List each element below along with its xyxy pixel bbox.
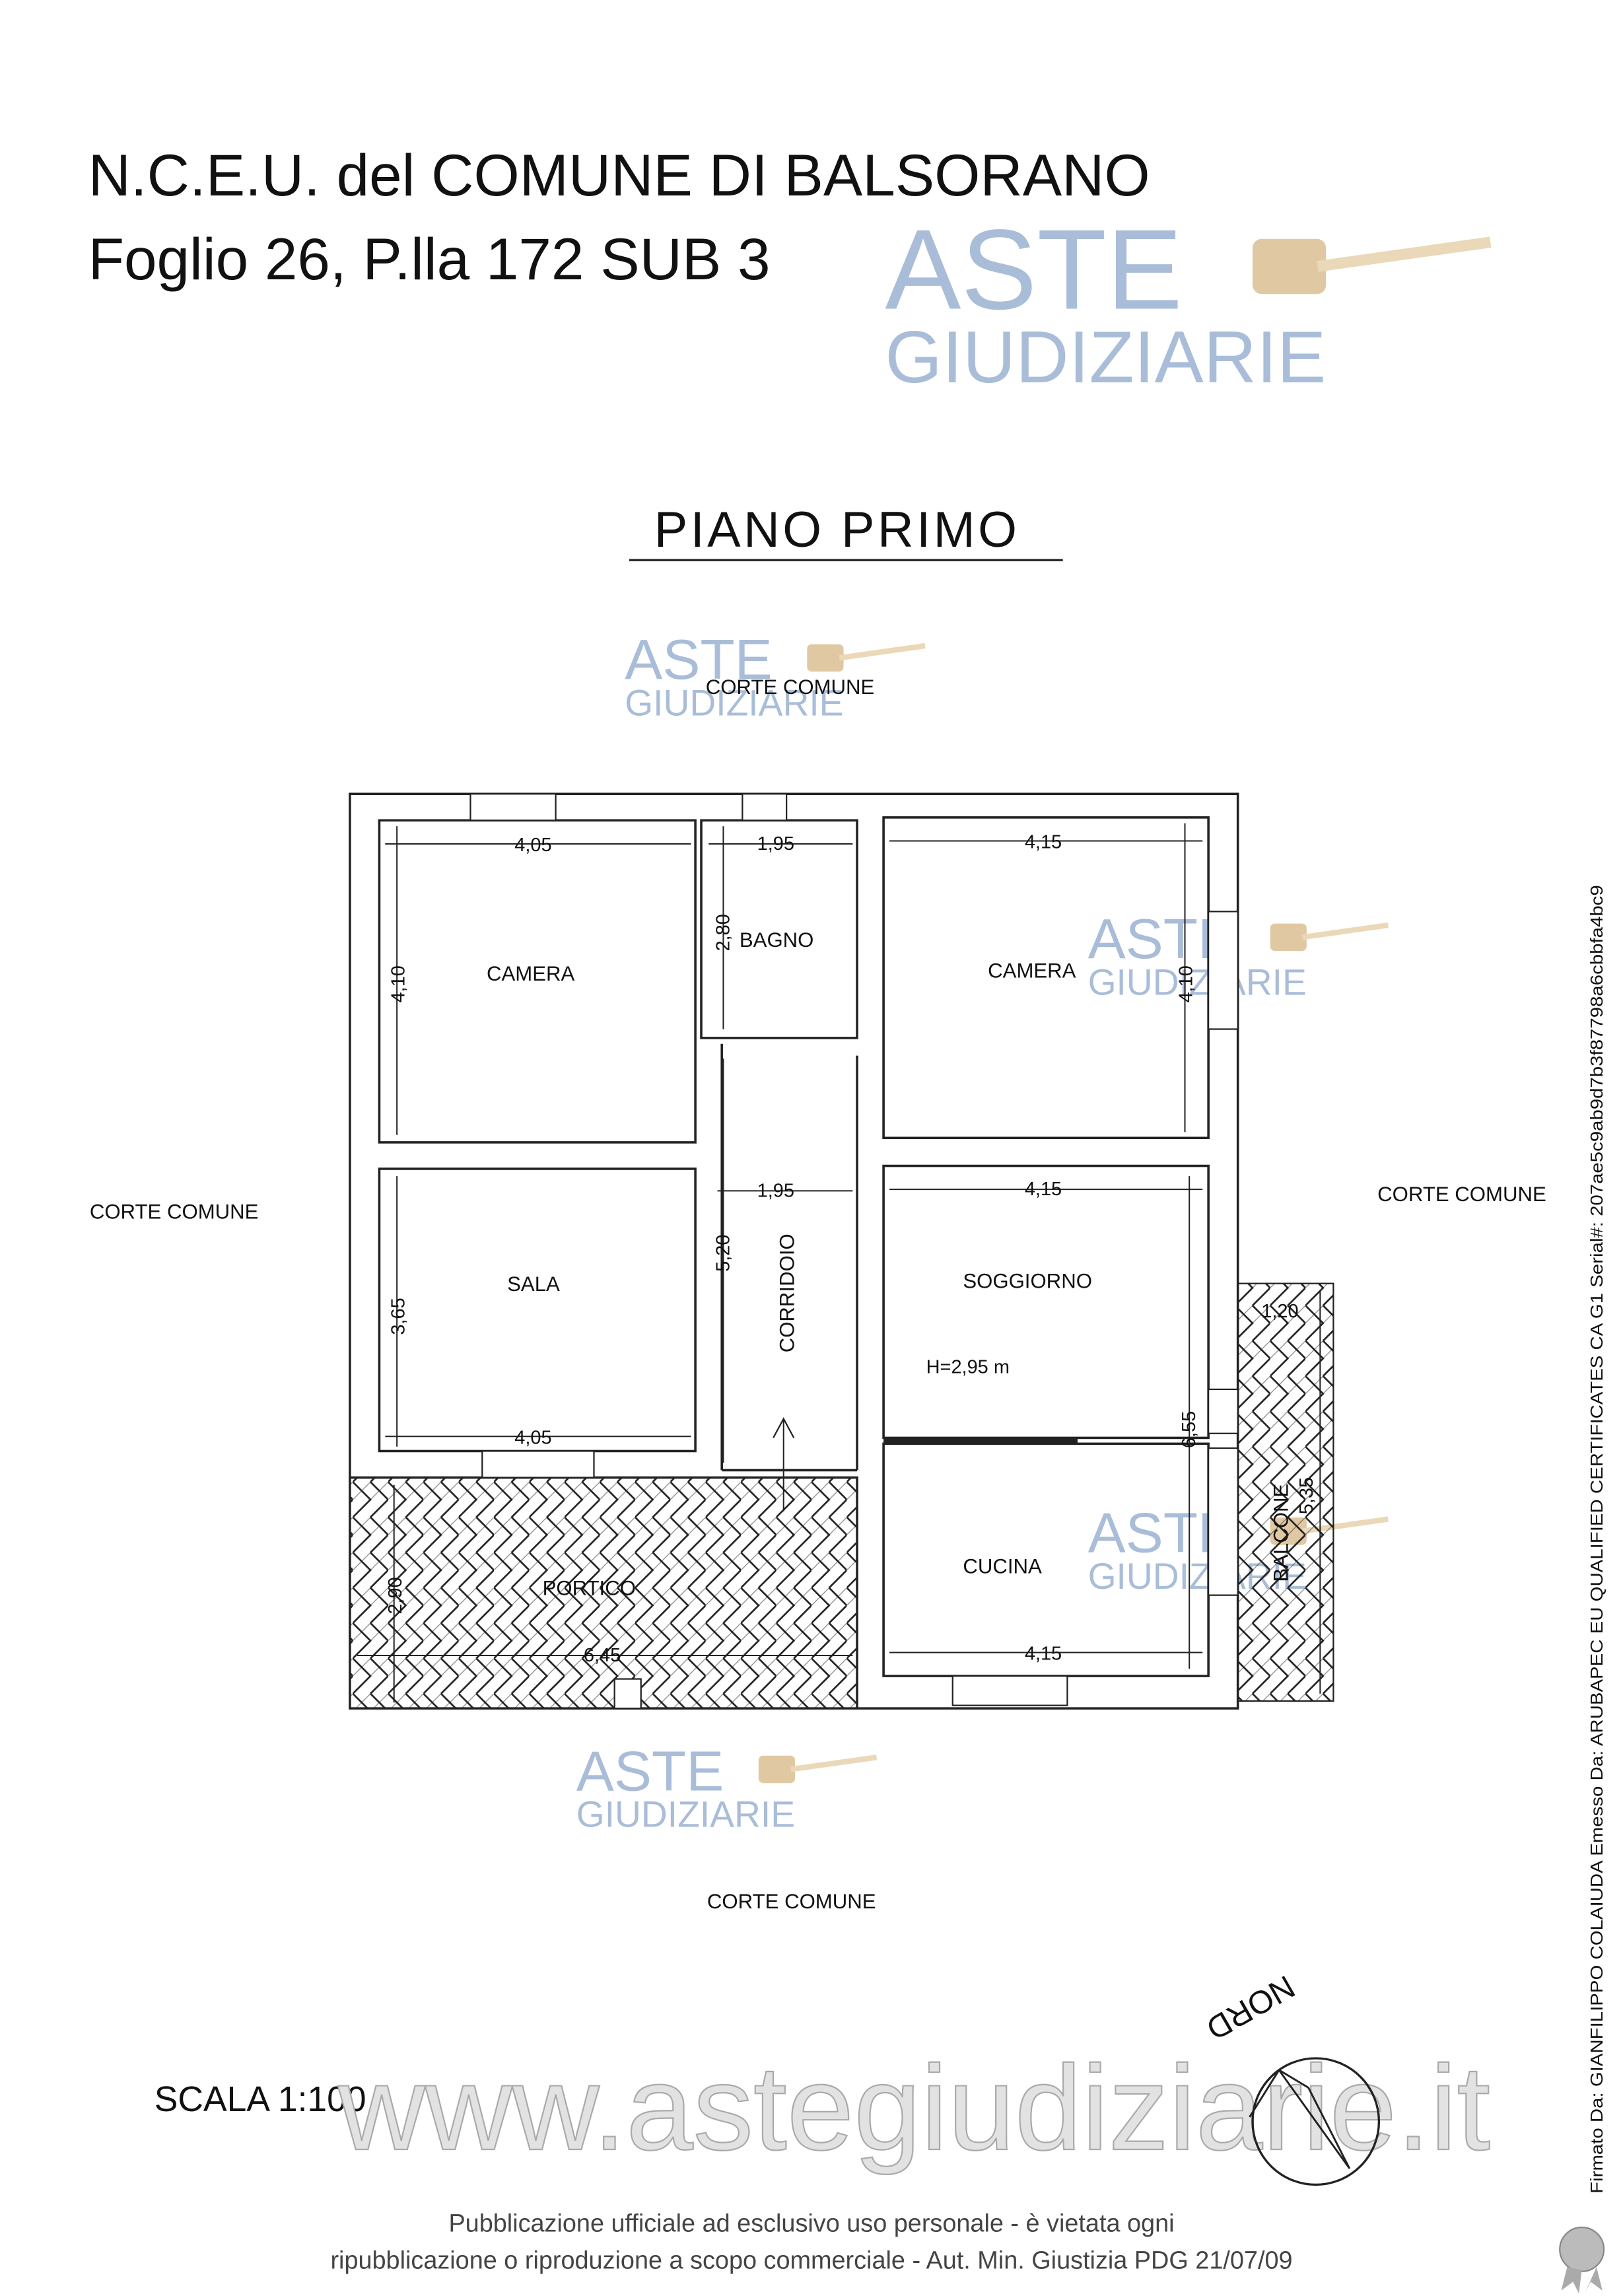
- dim-portico-width: 6,45: [584, 1645, 621, 1666]
- room-portico: PORTICO: [543, 1577, 636, 1600]
- watermark-logo-bottom: GIUDIZIARIE: [885, 316, 1326, 398]
- balcone-area: [1237, 1282, 1334, 1702]
- dim-bagno-width: 1,95: [757, 833, 794, 854]
- gavel-icon: [1252, 236, 1492, 295]
- watermark-url: www.astegiudiziarie.it: [337, 2040, 1490, 2175]
- label-corte-right: CORTE COMUNE: [1377, 1183, 1546, 1206]
- room-corridoio: CORRIDOIO: [775, 1234, 798, 1352]
- watermark-logo-top: ASTE: [885, 206, 1183, 333]
- dim-corridoio-depth: 5,20: [712, 1235, 734, 1272]
- room-cucina: CUCINA: [963, 1554, 1042, 1578]
- room-height: H=2,95 m: [926, 1356, 1010, 1377]
- room-camera-1: CAMERA: [487, 962, 575, 985]
- dim-soggiorno-width: 4,15: [1025, 1179, 1062, 1200]
- window: [481, 1450, 595, 1478]
- window: [1208, 911, 1239, 1030]
- watermark-logo: [576, 1740, 878, 1835]
- room-bagno: BAGNO: [740, 928, 814, 952]
- room-sala: SALA: [507, 1272, 560, 1296]
- footer-line2: ripubblicazione o riproduzione a scopo c…: [330, 2246, 1292, 2274]
- window: [951, 1675, 1068, 1706]
- dim-soggiorno-depth: 6,55: [1179, 1411, 1200, 1448]
- dim-portico-depth: 2,90: [385, 1577, 406, 1614]
- dim-balcone-width: 1,20: [1261, 1301, 1298, 1322]
- document-title-line1: N.C.E.U. del COMUNE DI BALSORANO: [88, 142, 1150, 208]
- room-soggiorno: SOGGIORNO: [963, 1269, 1092, 1292]
- pillar: [613, 1678, 642, 1710]
- watermark-logo: ASTE GIUDIZIARIE: [885, 206, 1492, 398]
- dim-sala-width: 4,05: [514, 1427, 551, 1448]
- dim-cucina-width: 4,15: [1025, 1644, 1062, 1665]
- scale-label: SCALA 1:100: [155, 2080, 366, 2119]
- dim-camera1-width: 4,05: [514, 835, 551, 856]
- dim-camera2-depth: 4,10: [1176, 965, 1197, 1002]
- window: [742, 793, 788, 821]
- dim-sala-depth: 3,65: [388, 1298, 409, 1335]
- plan-title: PIANO PRIMO: [654, 502, 1020, 558]
- dim-bagno-depth: 2,80: [712, 914, 734, 951]
- window: [1208, 1447, 1239, 1596]
- dim-camera2-width: 4,15: [1025, 832, 1062, 853]
- label-corte-left: CORTE COMUNE: [90, 1200, 259, 1224]
- room-camera-2: CAMERA: [988, 959, 1076, 983]
- dim-corridoio-width: 1,95: [757, 1180, 794, 1201]
- dim-balcone-depth: 5,35: [1296, 1477, 1317, 1514]
- window: [1208, 1388, 1239, 1434]
- building-outline: [349, 792, 1334, 1710]
- dimension-lines: [357, 823, 1321, 1703]
- north-label: NORD: [1200, 1968, 1301, 2047]
- digital-signature: Firmato Da: GIANFILIPPO COLAIUDA Emesso …: [1588, 885, 1606, 2194]
- window: [469, 793, 557, 821]
- label-corte-bottom: CORTE COMUNE: [707, 1890, 876, 1913]
- dim-camera1-depth: 4,10: [388, 965, 409, 1002]
- footer-line1: Pubblicazione ufficiale ad esclusivo uso…: [448, 2210, 1174, 2238]
- room-balcone: BALCONE: [1269, 1484, 1292, 1582]
- certificate-seal-icon: [1559, 2226, 1605, 2294]
- document-title-line2: Foglio 26, P.lla 172 SUB 3: [88, 226, 771, 292]
- label-corte-top: CORTE COMUNE: [706, 676, 875, 699]
